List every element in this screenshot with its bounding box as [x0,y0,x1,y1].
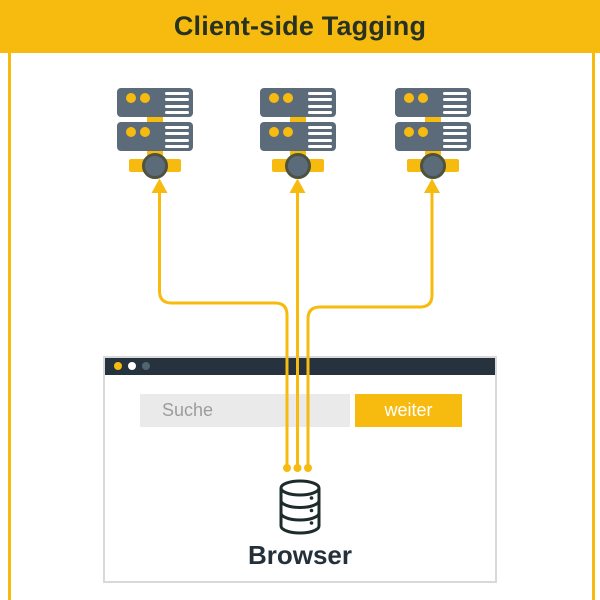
server-led-icon [404,93,414,103]
browser-label: Browser [247,540,353,570]
server-led-icon [283,93,293,103]
window-control-dot [128,362,136,370]
server-unit [260,88,336,117]
server-unit [395,88,471,117]
search-field [140,394,350,427]
network-hub-icon [142,153,168,179]
server-led-icon [283,127,293,137]
server-connector [425,115,441,124]
server-unit [260,122,336,151]
server-led-icon [126,127,136,137]
frame-border-right [592,53,595,600]
server-unit [117,88,193,117]
frame-border-left [8,53,11,600]
server-icon-3 [395,88,471,180]
network-hub-icon [285,153,311,179]
server-led-icon [269,127,279,137]
server-led-icon [418,127,428,137]
window-control-dot [142,362,150,370]
server-led-icon [126,93,136,103]
browser-window: weiter Browser [103,356,497,583]
server-led-icon [140,127,150,137]
server-icon-2 [260,88,336,180]
server-unit [117,122,193,151]
search-input[interactable] [140,394,350,427]
server-led-icon [418,93,428,103]
arrowhead-icon [424,178,440,193]
server-led-icon [269,93,279,103]
weiter-button[interactable]: weiter [355,394,462,427]
database-icon [279,479,321,535]
arrowhead-icon [151,178,168,193]
server-icon-1 [117,88,193,180]
browser-titlebar [105,358,495,375]
server-led-icon [140,93,150,103]
server-led-icon [404,127,414,137]
server-connector [147,115,163,124]
network-hub-icon [420,153,446,179]
server-connector [290,115,306,124]
header: Client-side Tagging [0,0,600,53]
page-title: Client-side Tagging [173,11,427,41]
server-unit [395,122,471,151]
arrowhead-icon [289,178,306,193]
window-control-dot [114,362,122,370]
